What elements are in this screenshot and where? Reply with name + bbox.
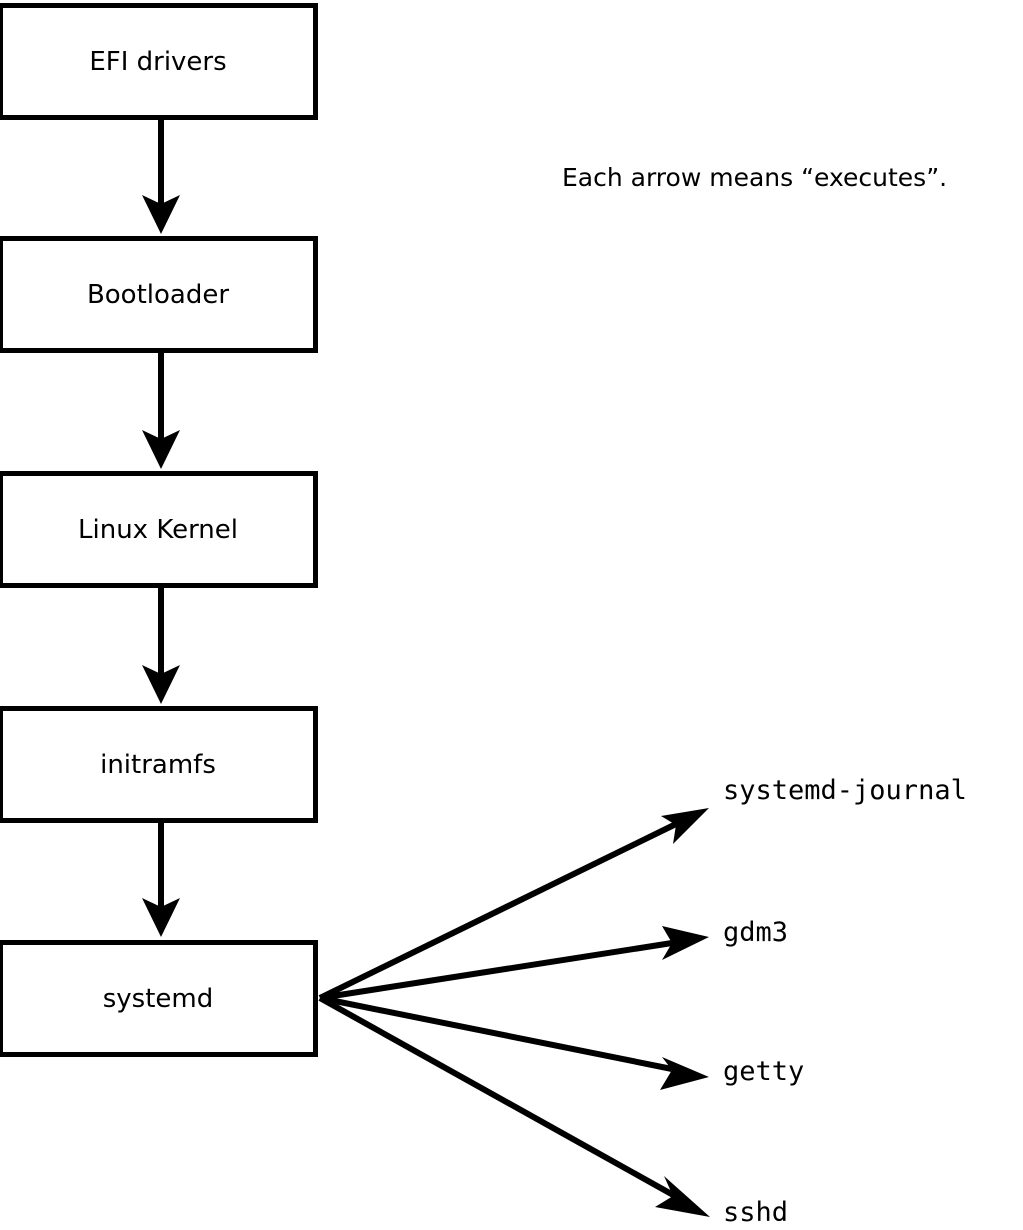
stage-box-linux-kernel[interactable]: Linux Kernel [0,471,318,588]
arrow-systemd-to-sshd [318,995,710,1217]
stage-label-systemd: systemd [102,983,214,1014]
stage-box-systemd[interactable]: systemd [0,940,318,1057]
stage-label-initramfs: initramfs [100,749,216,780]
arrow-systemd-to-systemd-journal [318,808,709,1001]
stage-box-efi-drivers[interactable]: EFI drivers [0,3,318,120]
stage-label-bootloader: Bootloader [86,279,230,310]
arrow-systemd-to-gdm3 [319,926,709,1001]
service-label-getty: getty [723,1056,805,1087]
arrow-initramfs-to-systemd [142,823,180,937]
service-label-gdm3: gdm3 [723,917,789,948]
service-label-sshd: sshd [723,1197,789,1228]
arrow-linux-kernel-to-initramfs [142,588,180,704]
stage-box-initramfs[interactable]: initramfs [0,706,318,823]
stage-label-efi-drivers: EFI drivers [89,46,227,77]
legend-note: Each arrow means “executes”. [562,163,948,192]
arrow-systemd-to-getty [319,995,709,1090]
arrow-efi-drivers-to-bootloader [142,117,180,234]
arrow-bootloader-to-linux-kernel [142,353,180,469]
service-label-systemd-journal: systemd-journal [723,775,967,806]
stage-label-linux-kernel: Linux Kernel [78,514,238,545]
stage-box-bootloader[interactable]: Bootloader [0,236,318,353]
